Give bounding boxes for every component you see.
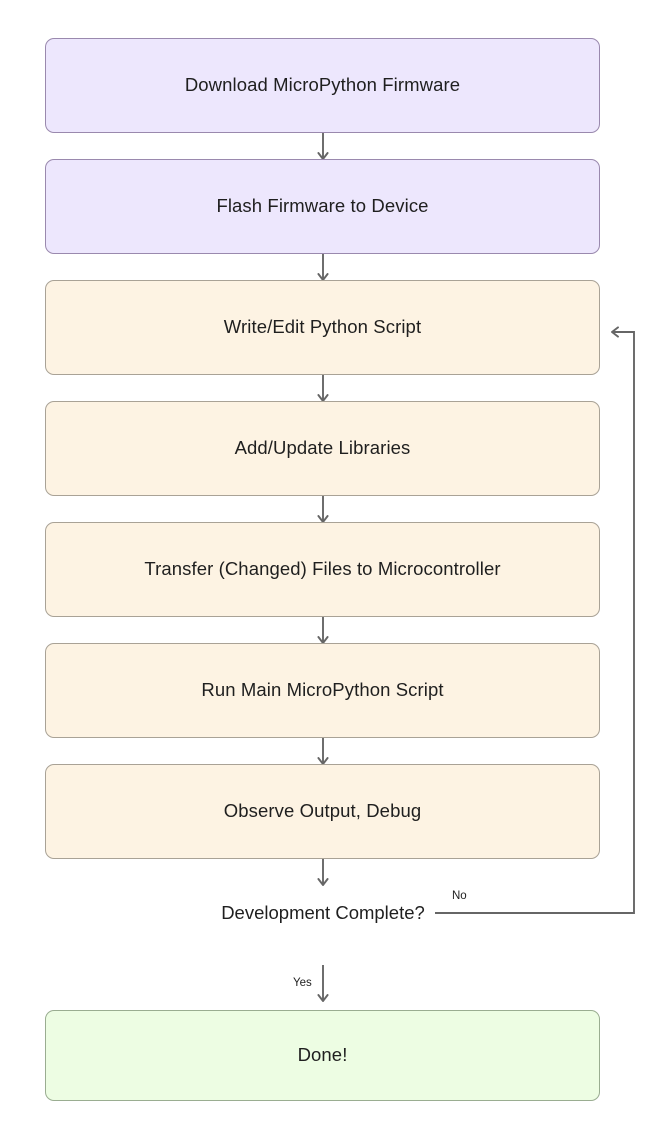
node-label: Observe Output, Debug (223, 800, 422, 822)
node-label: Transfer (Changed) Files to Microcontrol… (144, 558, 501, 580)
node-transfer-files[interactable]: Transfer (Changed) Files to Microcontrol… (45, 522, 600, 617)
node-label: Write/Edit Python Script (223, 316, 422, 338)
node-flash-firmware[interactable]: Flash Firmware to Device (45, 159, 600, 254)
node-development-complete[interactable]: Development Complete? (168, 895, 478, 931)
node-label: Flash Firmware to Device (216, 195, 429, 217)
node-label: Done! (297, 1044, 348, 1066)
edge-label-no: No (450, 890, 469, 904)
node-observe-debug[interactable]: Observe Output, Debug (45, 764, 600, 859)
decision-label: Development Complete? (221, 901, 425, 923)
node-download-firmware[interactable]: Download MicroPython Firmware (45, 38, 600, 133)
node-label: Add/Update Libraries (234, 437, 411, 459)
node-done[interactable]: Done! (45, 1010, 600, 1101)
node-write-edit-script[interactable]: Write/Edit Python Script (45, 280, 600, 375)
node-run-main-script[interactable]: Run Main MicroPython Script (45, 643, 600, 738)
edge-label-yes: Yes (291, 977, 314, 991)
node-add-update-libraries[interactable]: Add/Update Libraries (45, 401, 600, 496)
node-label: Download MicroPython Firmware (184, 74, 461, 96)
node-label: Run Main MicroPython Script (201, 679, 444, 701)
